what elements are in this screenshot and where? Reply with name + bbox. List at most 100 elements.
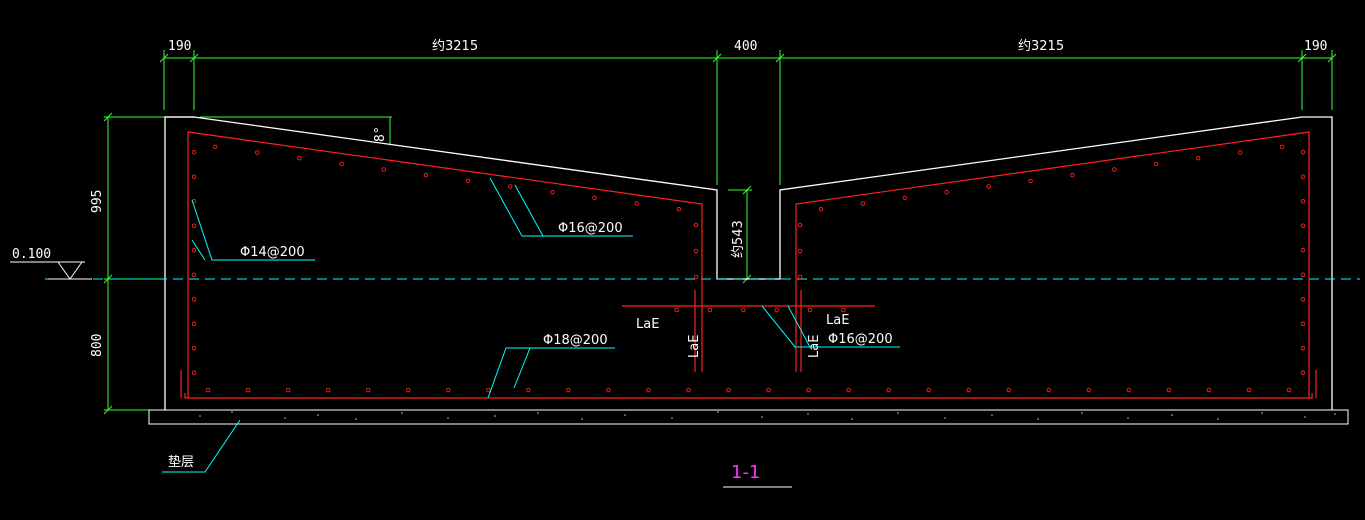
rebar-dot <box>1086 387 1092 393</box>
cushion-leader <box>162 419 241 473</box>
rebar-dot <box>254 150 260 155</box>
rebar-dot <box>986 184 991 189</box>
rebar-dot <box>1112 167 1117 172</box>
rebar-dot <box>1154 161 1159 167</box>
elevation-label: 0.100 <box>12 247 51 262</box>
lae-label-right-vertical: LaE <box>807 335 822 358</box>
rebar-label-left-wall: Φ14@200 <box>240 245 305 260</box>
rebar-dot <box>634 201 640 206</box>
rebar-dot <box>1300 370 1306 376</box>
rebar-dot <box>1206 387 1212 393</box>
rebar-label-bottom: Φ18@200 <box>543 333 608 348</box>
rebar-lines <box>180 131 1317 399</box>
rebar-dot <box>1286 387 1292 393</box>
rebar-dot <box>245 387 251 393</box>
lae-label-left-vertical: LaE <box>687 335 702 358</box>
rebar-label-center: Φ16@200 <box>828 332 893 347</box>
rebar-dot <box>1246 387 1252 393</box>
rebar-dot <box>1300 272 1306 278</box>
rebar-dot <box>606 387 611 393</box>
rebar-dot <box>423 172 429 178</box>
rebar-dot <box>445 387 451 393</box>
rebar-dot <box>797 222 803 228</box>
rebar-dot <box>1300 174 1306 179</box>
rebar-dot <box>774 307 779 313</box>
cushion-layer <box>148 409 1349 425</box>
rebar-dot <box>191 297 197 302</box>
rebar-dot <box>486 387 491 393</box>
rebar-dot <box>1195 155 1201 161</box>
rebar-dot <box>926 387 931 393</box>
concrete-outline <box>164 116 1333 410</box>
rebar-dot <box>944 189 949 195</box>
rebar-dot <box>191 272 197 278</box>
left-dimension-chain <box>103 112 165 415</box>
rebar-dot <box>191 247 197 253</box>
rebar-dot <box>646 387 651 393</box>
rebar-dot <box>508 184 513 189</box>
rebar-dot <box>686 387 691 393</box>
rebar-dot <box>1166 387 1172 393</box>
rebar-dot <box>1237 150 1243 155</box>
rebar-dot <box>841 307 846 313</box>
rebar-dot <box>191 223 197 228</box>
rebar-dot <box>1300 321 1306 327</box>
dim-190-left: 190 <box>168 39 191 54</box>
rebar-dot <box>741 307 746 313</box>
rebar-dot <box>1300 297 1306 302</box>
rebar-dot <box>860 201 866 206</box>
rebar-dot <box>191 370 197 376</box>
rebar-dot <box>285 387 291 393</box>
rebar-dot <box>1279 144 1285 150</box>
rebar-dot <box>902 195 908 201</box>
rebar-dot <box>1006 387 1011 393</box>
dim-190-right: 190 <box>1304 39 1327 54</box>
lae-label-right: LaE <box>826 313 849 328</box>
rebar-dot <box>966 387 971 393</box>
rebar-dot <box>212 144 218 150</box>
dim-400: 400 <box>734 39 757 54</box>
elevation-marker <box>10 261 92 280</box>
rebar-dot <box>191 149 197 155</box>
rebar-dot <box>674 307 679 313</box>
rebar-dot <box>1046 387 1052 393</box>
dim-800: 800 <box>90 334 105 357</box>
rebar-dot <box>405 387 411 393</box>
leaders <box>191 177 900 399</box>
rebar-dot <box>846 387 851 393</box>
rebar-dot <box>566 387 571 393</box>
rebar-dot <box>550 189 555 195</box>
rebar-dot <box>797 248 803 254</box>
rebar-dot <box>1028 178 1033 184</box>
rebar-dot <box>693 222 699 228</box>
rebar-dot <box>381 167 387 172</box>
rebar-dot <box>1300 198 1306 204</box>
rebar-label-sloped-top: Φ16@200 <box>558 221 623 236</box>
rebar-dot <box>325 387 331 393</box>
cushion-label: 垫层 <box>168 454 194 470</box>
cushion-hatch <box>199 411 1336 420</box>
lae-label-left: LaE <box>636 317 659 332</box>
rebar-dot <box>818 206 824 212</box>
section-title: 1-1 <box>731 462 760 483</box>
rebar-dot <box>465 178 471 184</box>
top-dimension-chain <box>159 50 1337 185</box>
rebar-dot <box>339 161 344 167</box>
rebar-dot <box>592 195 597 201</box>
angle-marker <box>200 116 392 145</box>
rebar-dot <box>807 307 813 313</box>
rebar-dot <box>766 387 771 393</box>
dim-3215-right: 约3215 <box>1018 39 1064 54</box>
rebar-dot <box>205 387 211 393</box>
rebar-dot <box>1070 172 1075 178</box>
gap-label: 约543 <box>731 220 746 258</box>
rebar-dot <box>676 206 682 212</box>
rebar-dot <box>191 321 197 327</box>
rebar-dot <box>1300 223 1306 228</box>
rebar-dots <box>191 144 1306 393</box>
rebar-dot <box>365 387 371 393</box>
rebar-dot <box>806 387 811 393</box>
rebar-dot <box>1300 247 1306 253</box>
rebar-dot <box>797 274 803 280</box>
